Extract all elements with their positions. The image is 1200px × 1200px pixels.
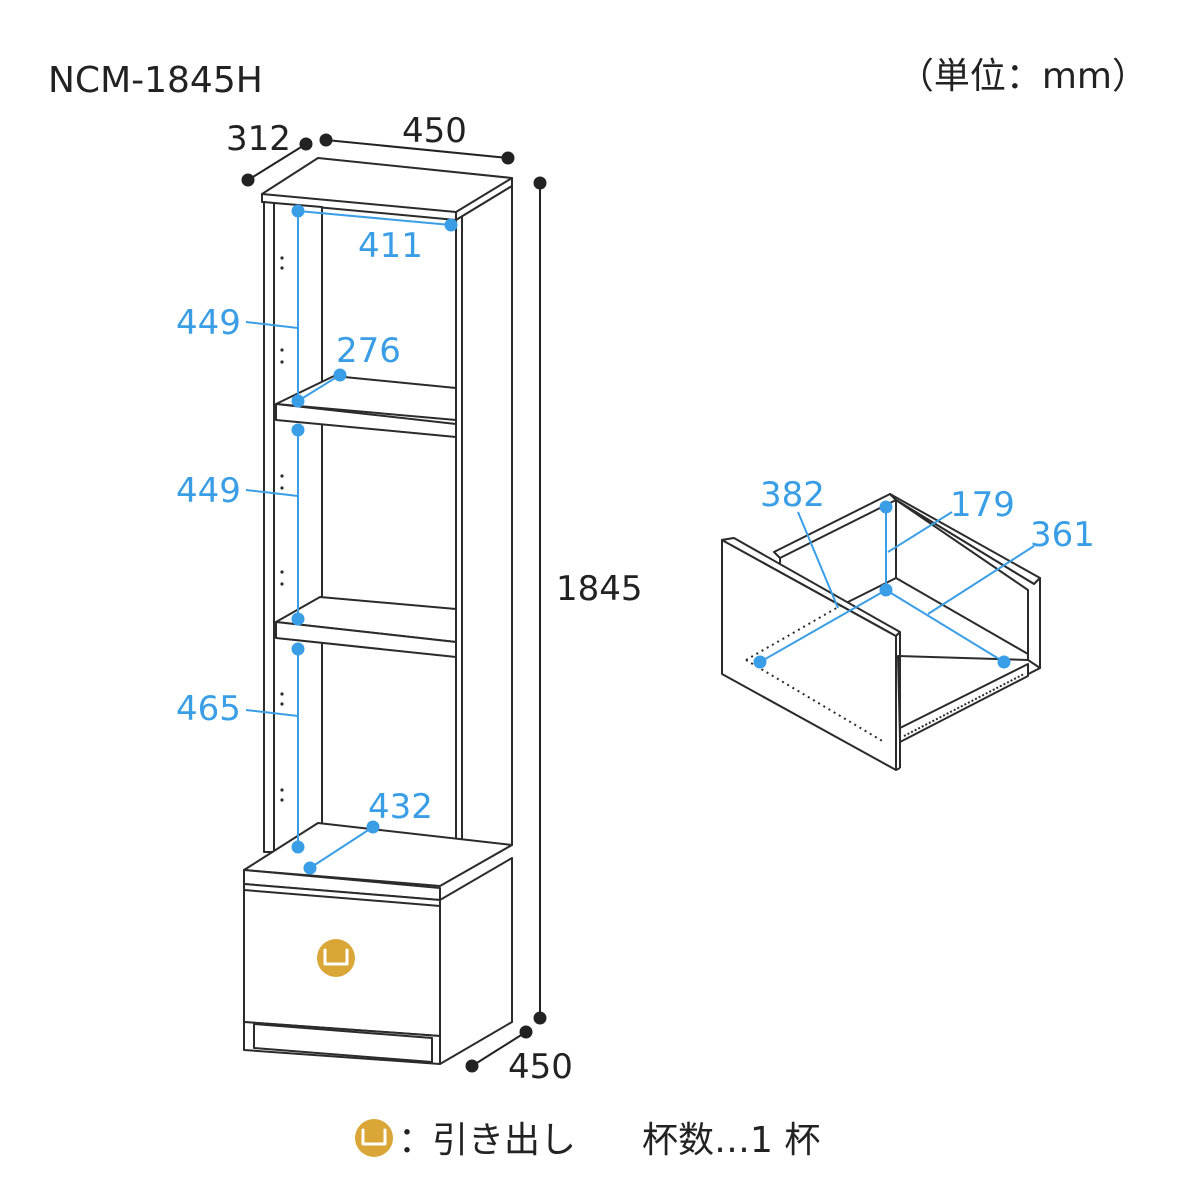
depth-bottom-label: 450: [508, 1047, 573, 1087]
plinth: [243, 1021, 441, 1065]
shelf-height-3-label: 465: [176, 689, 241, 729]
bottom-depth-label: 432: [368, 787, 433, 827]
shelf-height-1-label: 449: [176, 303, 241, 343]
height-total-label: 1845: [556, 569, 643, 609]
drawer-front-panel: [721, 539, 897, 771]
shelf-depth-label: 276: [336, 331, 401, 371]
shelf-cabinet: [243, 157, 513, 1065]
legend: ： 引き出し 杯数…1 杯: [355, 1119, 820, 1161]
drawer-box: [721, 493, 1041, 771]
legend-label: 引き出し: [432, 1120, 576, 1161]
drawer-height-label: 179: [950, 485, 1015, 525]
drawer-handle-icon: [317, 939, 355, 977]
model-name: NCM-1845H: [48, 60, 263, 101]
inner-width-label: 411: [358, 226, 423, 266]
left-side-panel: [263, 201, 275, 853]
legend-handle-icon: [355, 1119, 393, 1157]
depth-top-label: 312: [226, 119, 291, 159]
drawer-depth-label: 361: [1030, 515, 1095, 555]
drawer-floor-outline: [745, 605, 885, 743]
drawer-unit-side: [439, 857, 513, 1065]
shelf-pin-holes: [280, 256, 284, 802]
inner-dimensions: [245, 204, 458, 875]
outer-dimensions: [241, 133, 547, 1073]
right-side-panel: [455, 185, 513, 871]
width-top-label: 450: [402, 111, 467, 151]
drawer-dimensions: [753, 500, 1035, 669]
legend-separator: ：: [398, 1120, 434, 1161]
drawer-width-label: 382: [760, 475, 825, 515]
unit-note: （単位：mm）: [898, 56, 1148, 97]
legend-count: 杯数…1 杯: [642, 1120, 820, 1161]
shelf-height-2-label: 449: [176, 471, 241, 511]
